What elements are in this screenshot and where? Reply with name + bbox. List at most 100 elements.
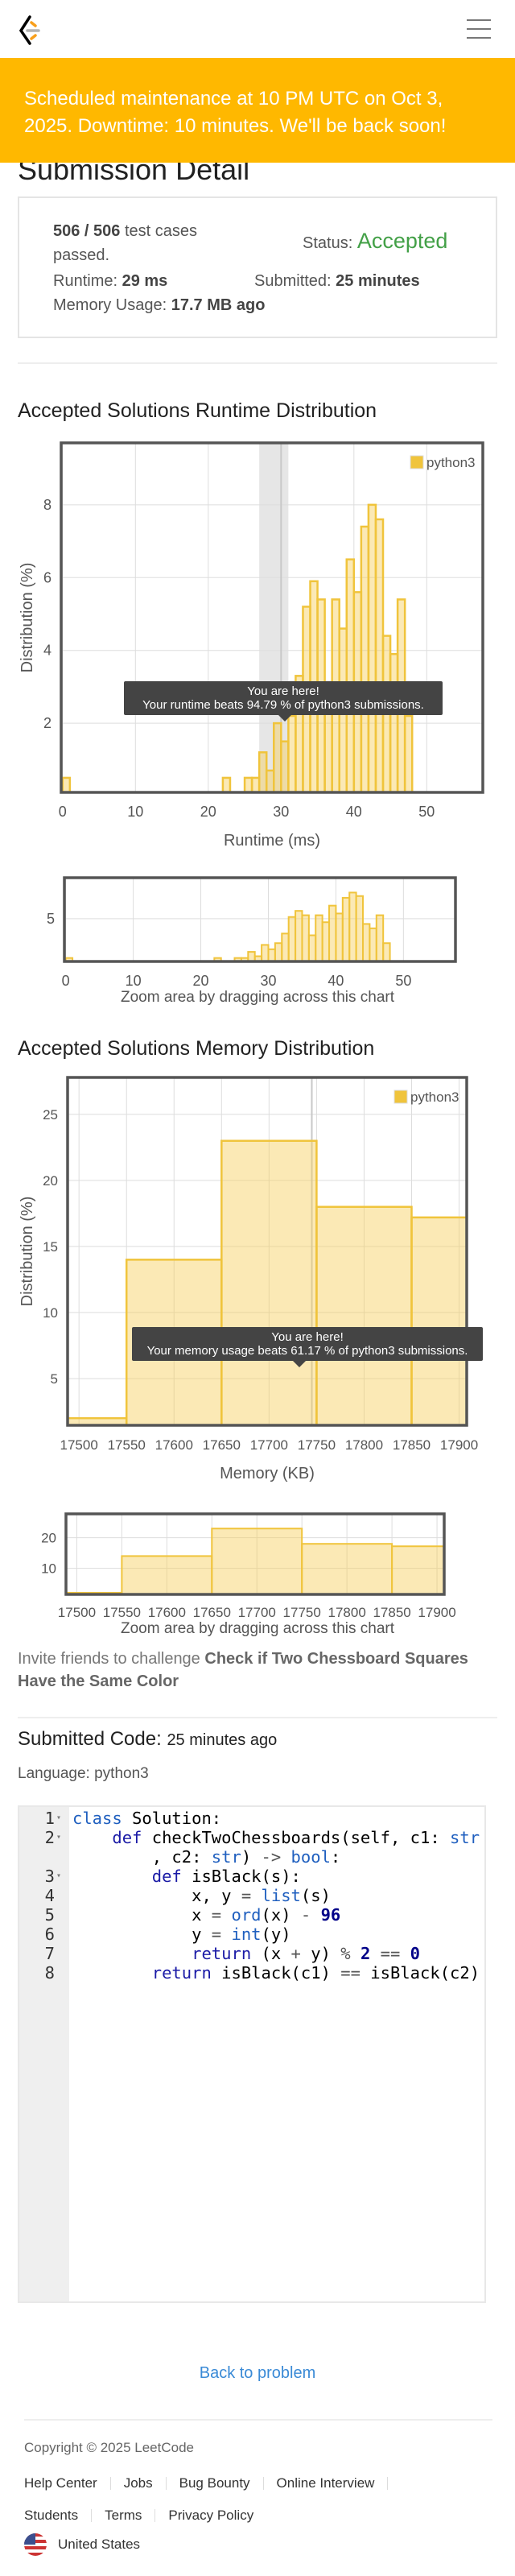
x-tick-label: 17750 bbox=[298, 1437, 336, 1453]
fold-arrow-icon[interactable]: ▾ bbox=[56, 1871, 62, 1880]
footer-link[interactable]: Privacy Policy bbox=[168, 2508, 254, 2523]
code-editor[interactable]: 1▾class Solution:2▾ def checkTwoChessboa… bbox=[18, 1805, 486, 2303]
line-gutter bbox=[19, 1807, 69, 2301]
code-token: Solution: bbox=[122, 1809, 222, 1828]
x-tick-label: 17850 bbox=[373, 1605, 410, 1620]
us-flag-icon bbox=[24, 2533, 47, 2556]
problem-link[interactable]: Check if Two Chessboard Squares Have the… bbox=[18, 1650, 468, 1690]
code-token: = bbox=[241, 1886, 252, 1905]
code-token: int bbox=[231, 1925, 262, 1944]
y-tick-label: 20 bbox=[43, 1173, 58, 1189]
code-token bbox=[221, 1905, 231, 1925]
divider bbox=[18, 362, 497, 364]
y-tick-label: 5 bbox=[51, 1371, 58, 1387]
footer-separator bbox=[262, 2477, 264, 2490]
footer-link[interactable]: Students bbox=[24, 2508, 79, 2523]
x-tick-label: 30 bbox=[260, 973, 276, 989]
histogram-bar bbox=[273, 722, 282, 794]
code-token: -> bbox=[261, 1847, 282, 1867]
histogram-bar bbox=[315, 914, 323, 962]
footer-link[interactable]: Terms bbox=[105, 2508, 142, 2523]
histogram-bar bbox=[287, 916, 297, 962]
hamburger-icon[interactable] bbox=[467, 19, 491, 40]
y-axis-label: Distribution (%) bbox=[19, 1197, 36, 1307]
histogram-bar bbox=[61, 776, 72, 794]
footer-links: Help Center Jobs Bug Bounty Online Intervie… bbox=[24, 2467, 507, 2532]
line-number: 5 bbox=[44, 1905, 55, 1925]
back-to-problem-link[interactable]: Back to problem bbox=[199, 2364, 316, 2382]
country-selector[interactable]: United States bbox=[24, 2533, 140, 2556]
code-token bbox=[251, 1886, 261, 1905]
footer-separator bbox=[165, 2477, 167, 2490]
code-token: return bbox=[151, 1963, 212, 1983]
submitted-code-heading: Submitted Code: 25 minutes ago bbox=[18, 1728, 278, 1750]
fold-arrow-icon[interactable]: ▾ bbox=[56, 1833, 62, 1842]
histogram-bar bbox=[382, 942, 391, 962]
x-tick-label: 17800 bbox=[345, 1437, 383, 1453]
code-token bbox=[72, 1963, 152, 1983]
footer-link[interactable]: Online Interview bbox=[276, 2475, 375, 2491]
y-tick-label: 15 bbox=[43, 1239, 58, 1255]
code-token: x, y bbox=[72, 1886, 241, 1905]
y-tick-label: 10 bbox=[43, 1305, 58, 1321]
code-line: 5 x = ord(x) - 96 bbox=[19, 1905, 484, 1925]
code-token: % bbox=[340, 1944, 351, 1963]
code-lines: 1▾class Solution:2▾ def checkTwoChessboa… bbox=[19, 1809, 484, 1983]
plot-area bbox=[64, 878, 455, 961]
code-line: 1▾class Solution: bbox=[19, 1809, 484, 1828]
histogram-bar bbox=[211, 1528, 303, 1595]
code-text: return (x + y) % 2 == 0 bbox=[72, 1944, 420, 1963]
code-line: 7 return (x + y) % 2 == 0 bbox=[19, 1944, 484, 1963]
code-token: == bbox=[340, 1963, 360, 1983]
y-tick-label: 25 bbox=[43, 1107, 58, 1123]
code-token: (x bbox=[251, 1944, 291, 1963]
code-token: = bbox=[211, 1905, 222, 1925]
histogram-bar bbox=[265, 769, 275, 794]
code-token: def bbox=[112, 1828, 142, 1847]
code-token: 0 bbox=[410, 1944, 421, 1963]
line-number: 3 bbox=[44, 1867, 55, 1886]
maintenance-banner: Scheduled maintenance at 10 PM UTC on Oc… bbox=[0, 58, 515, 163]
histogram-bar bbox=[243, 776, 253, 794]
line-number: 7 bbox=[44, 1944, 55, 1963]
histogram-bar bbox=[341, 896, 351, 963]
x-tick-label: 40 bbox=[346, 804, 362, 820]
x-tick-label: 10 bbox=[126, 973, 142, 989]
histogram-bar bbox=[321, 921, 331, 962]
code-text: x, y = list(s) bbox=[72, 1886, 331, 1905]
plot-border bbox=[63, 876, 457, 963]
code-token: bool bbox=[290, 1847, 331, 1867]
code-token: ord bbox=[231, 1905, 262, 1925]
code-token: y) bbox=[300, 1944, 341, 1963]
histogram-bar bbox=[362, 923, 371, 962]
language-label: Language: python3 bbox=[18, 1765, 149, 1782]
x-tick-label: 17500 bbox=[60, 1437, 98, 1453]
code-token: ) bbox=[241, 1847, 262, 1867]
x-axis-label: Runtime (ms) bbox=[224, 832, 320, 850]
histogram-bar bbox=[301, 1543, 393, 1595]
code-token bbox=[370, 1944, 380, 1963]
histogram-bar bbox=[360, 525, 370, 794]
leetcode-logo[interactable] bbox=[18, 14, 42, 47]
footer-link[interactable]: Bug Bounty bbox=[179, 2475, 250, 2491]
footer-link[interactable]: Help Center bbox=[24, 2475, 97, 2491]
histogram-bar bbox=[121, 1555, 213, 1595]
y-tick-label: 2 bbox=[43, 715, 52, 731]
x-tick-label: 10 bbox=[127, 804, 143, 820]
footer-link[interactable]: Jobs bbox=[123, 2475, 153, 2491]
runtime-zoom-caption: Zoom area by dragging across this chart bbox=[120, 989, 395, 1006]
histogram-bar bbox=[369, 927, 377, 963]
code-token: list bbox=[261, 1886, 301, 1905]
x-tick-label: 17600 bbox=[148, 1605, 186, 1620]
fold-arrow-icon[interactable]: ▾ bbox=[56, 1813, 62, 1822]
y-tick-label: 6 bbox=[43, 569, 52, 585]
histogram-bar bbox=[345, 558, 356, 794]
code-token: = bbox=[211, 1925, 222, 1944]
histogram-bar bbox=[287, 714, 297, 794]
code-token: isBlack(c2) bbox=[360, 1963, 480, 1983]
code-text: , c2: str) -> bool: bbox=[72, 1847, 341, 1867]
